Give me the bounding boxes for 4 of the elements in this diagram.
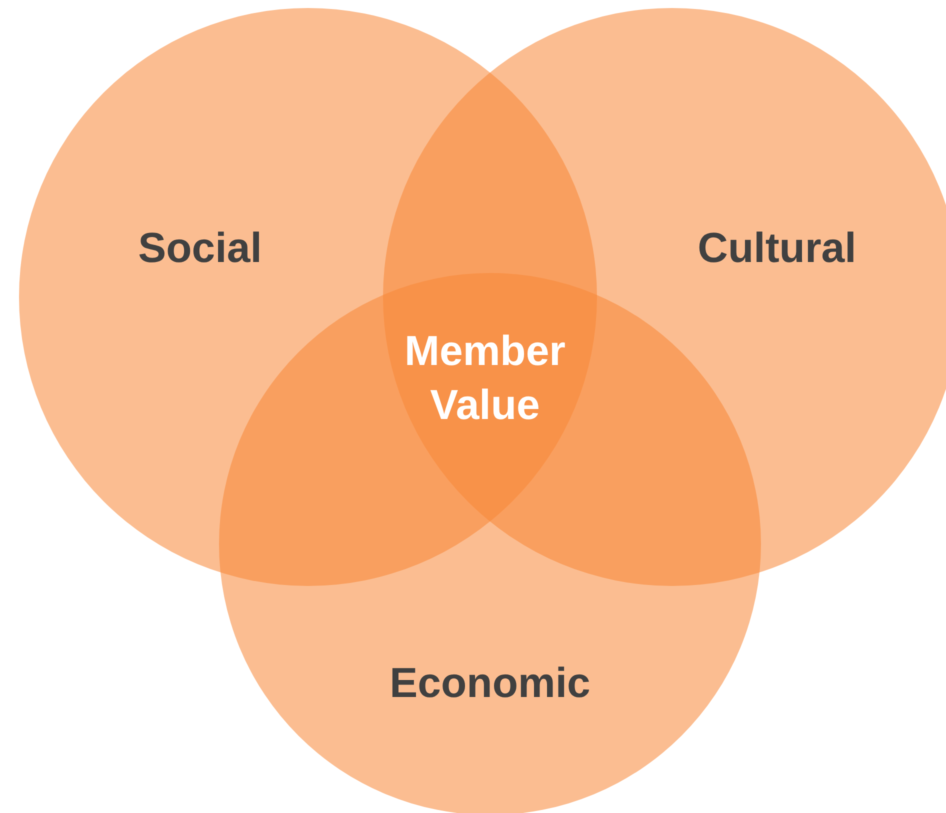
center-label: Member Value [403, 326, 567, 430]
circle-label: Social [138, 224, 262, 272]
circle-label: Economic [390, 659, 590, 707]
circle-label: Cultural [698, 224, 856, 272]
